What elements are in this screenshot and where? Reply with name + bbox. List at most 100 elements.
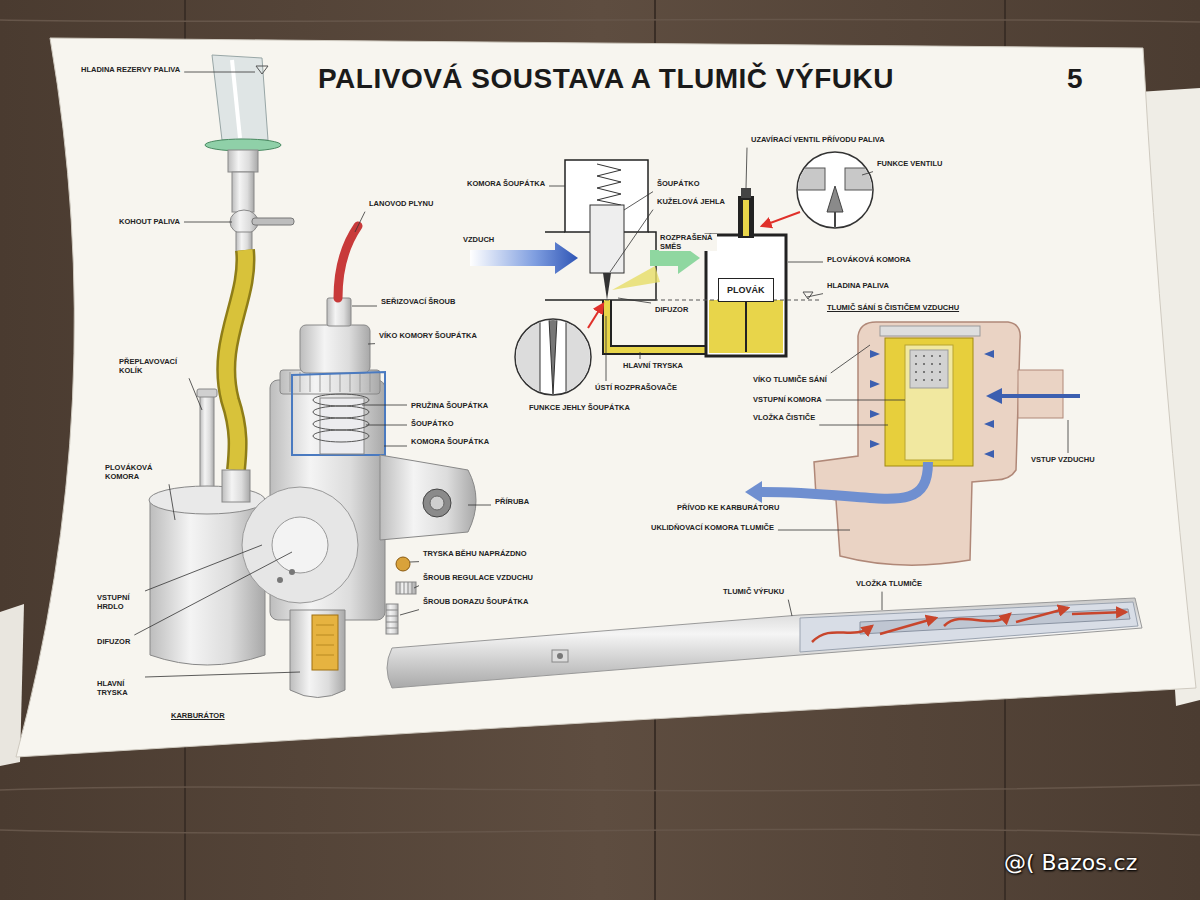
wooden-floor-part	[0, 19, 1200, 835]
leader-line	[1068, 420, 1069, 453]
exhaust-muffler-illustration-part	[1072, 612, 1126, 614]
section-heading: KARBURÁTOR	[170, 712, 226, 721]
part-label: TLUMIČ VÝFUKU	[722, 588, 785, 597]
leader-line	[352, 306, 377, 307]
exhaust-muffler-illustration-part	[860, 609, 1130, 634]
carburettor-illustration-part	[313, 406, 369, 418]
part-label: ÚSTÍ ROZPRAŠOVAČE	[594, 384, 678, 393]
carburettor-illustration-part	[292, 372, 385, 455]
intake-silencer-illustration-part	[986, 388, 1002, 404]
carburettor-illustration-part	[228, 150, 258, 172]
carburettor-illustration-part	[396, 557, 410, 571]
intake-silencer-illustration	[745, 322, 1080, 565]
leader-line	[145, 672, 300, 677]
part-label: DIFUZOR	[654, 306, 689, 315]
part-label: HLADINA REZERVY PALIVA	[80, 66, 181, 75]
carburettor-schema-part	[762, 212, 800, 226]
part-label: ŠROUB DORAZU ŠOUPÁTKA	[422, 598, 529, 607]
part-label: VÍKO TLUMIČE SÁNÍ	[752, 376, 828, 385]
valve-detail-part	[795, 168, 825, 190]
part-label: KOMORA ŠOUPÁTKA	[466, 180, 546, 189]
part-label: PLOVÁKOVÁ KOMORA	[826, 256, 912, 265]
part-label: ŠOUPÁTKO	[410, 420, 455, 429]
poster-sheet	[16, 38, 1196, 757]
valve-detail-part	[827, 186, 843, 212]
leader-line	[549, 186, 565, 187]
carburettor-schema-part	[706, 235, 786, 356]
part-label: VSTUP VZDUCHU	[1030, 456, 1096, 465]
carburettor-illustration-part	[252, 218, 294, 225]
leader-line	[778, 530, 850, 531]
carburettor-schema-part	[515, 319, 591, 395]
section-heading: TLUMIČ SÁNÍ S ČISTIČEM VZDUCHU	[826, 304, 960, 313]
leader-line	[134, 552, 292, 635]
carburettor-illustration-part	[277, 577, 283, 583]
needle-detail-part	[540, 319, 541, 395]
leader-line	[640, 352, 641, 359]
carburettor-illustration-part	[226, 250, 245, 470]
carburettor-illustration-part	[430, 496, 444, 510]
leader-line	[468, 505, 491, 506]
carburettor-illustration-part	[226, 250, 245, 470]
intake-silencer-illustration-part	[905, 345, 953, 460]
carburettor-schema-part	[470, 242, 578, 274]
part-label: FUNKCE VENTILU	[876, 160, 943, 169]
carburettor-schema-part	[738, 196, 754, 238]
part-label: FUNKCE JEHLY ŠOUPÁTKA	[528, 404, 631, 413]
carburettor-illustration-part	[423, 489, 451, 517]
leader-line	[624, 192, 653, 210]
carburettor-schema-part	[745, 300, 747, 352]
carburettor-schema-part	[605, 300, 820, 301]
leader-line	[746, 148, 747, 188]
part-label: SEŘIZOVACÍ ŠROUB	[380, 298, 456, 307]
poster-sheet-part	[16, 38, 1196, 757]
needle-detail-part	[566, 319, 591, 395]
leader-line	[145, 545, 262, 591]
part-label: UZAVÍRACÍ VENTIL PŘÍVODU PALIVA	[750, 136, 886, 145]
leader-line	[826, 400, 905, 401]
poster-title: PALIVOVÁ SOUSTAVA A TLUMIČ VÝFUKU	[318, 64, 894, 95]
intake-silencer-illustration-part	[1000, 394, 1080, 398]
part-label: KUŽELOVÁ JEHLA	[656, 198, 726, 207]
carburettor-schema-part	[590, 205, 624, 273]
leader-line	[819, 425, 888, 426]
part-label: ŠROUB REGULACE VZDUCHU	[422, 574, 534, 583]
carburettor-schema-part	[709, 300, 783, 353]
carburettor-illustration-part	[400, 582, 412, 594]
intake-silencer-illustration-part	[915, 356, 941, 380]
part-label: PLOVÁKOVÁ KOMORA	[104, 464, 166, 481]
carburettor-illustration-part	[396, 582, 416, 594]
leader-line	[355, 212, 365, 232]
part-label: KOHOUT PALIVA	[118, 218, 181, 227]
carburettor-illustration-part	[316, 625, 334, 655]
carburettor-illustration-part	[236, 232, 252, 252]
carburettor-illustration-part	[386, 610, 398, 628]
leader-line	[831, 345, 870, 373]
carburettor-illustration-part	[380, 455, 476, 540]
leader-line	[368, 343, 375, 344]
exhaust-muffler-illustration-part	[552, 650, 568, 662]
leader-line	[862, 172, 873, 175]
carburettor-illustration-part	[272, 517, 328, 573]
float-box: PLOVÁK	[718, 278, 774, 302]
leader-line	[189, 378, 202, 410]
carburettor-schema-part	[612, 266, 660, 290]
part-label: VÍKO KOMORY ŠOUPÁTKA	[378, 332, 478, 341]
leader-line	[610, 210, 653, 272]
carburettor-illustration-part	[313, 418, 369, 430]
leader-line	[184, 222, 232, 223]
intake-silencer-illustration-part	[814, 322, 1020, 565]
carburettor-schema-part	[603, 273, 611, 300]
float-label: PLOVÁK	[727, 285, 765, 295]
leader-line	[366, 425, 407, 426]
leader-line	[414, 586, 419, 588]
carburettor-illustration-part	[290, 610, 345, 698]
exhaust-muffler-illustration-part	[557, 653, 563, 659]
needle-detail	[515, 319, 591, 395]
sheet-number: 5	[1066, 64, 1084, 95]
leader-line	[400, 610, 419, 615]
leader-line	[606, 316, 607, 381]
